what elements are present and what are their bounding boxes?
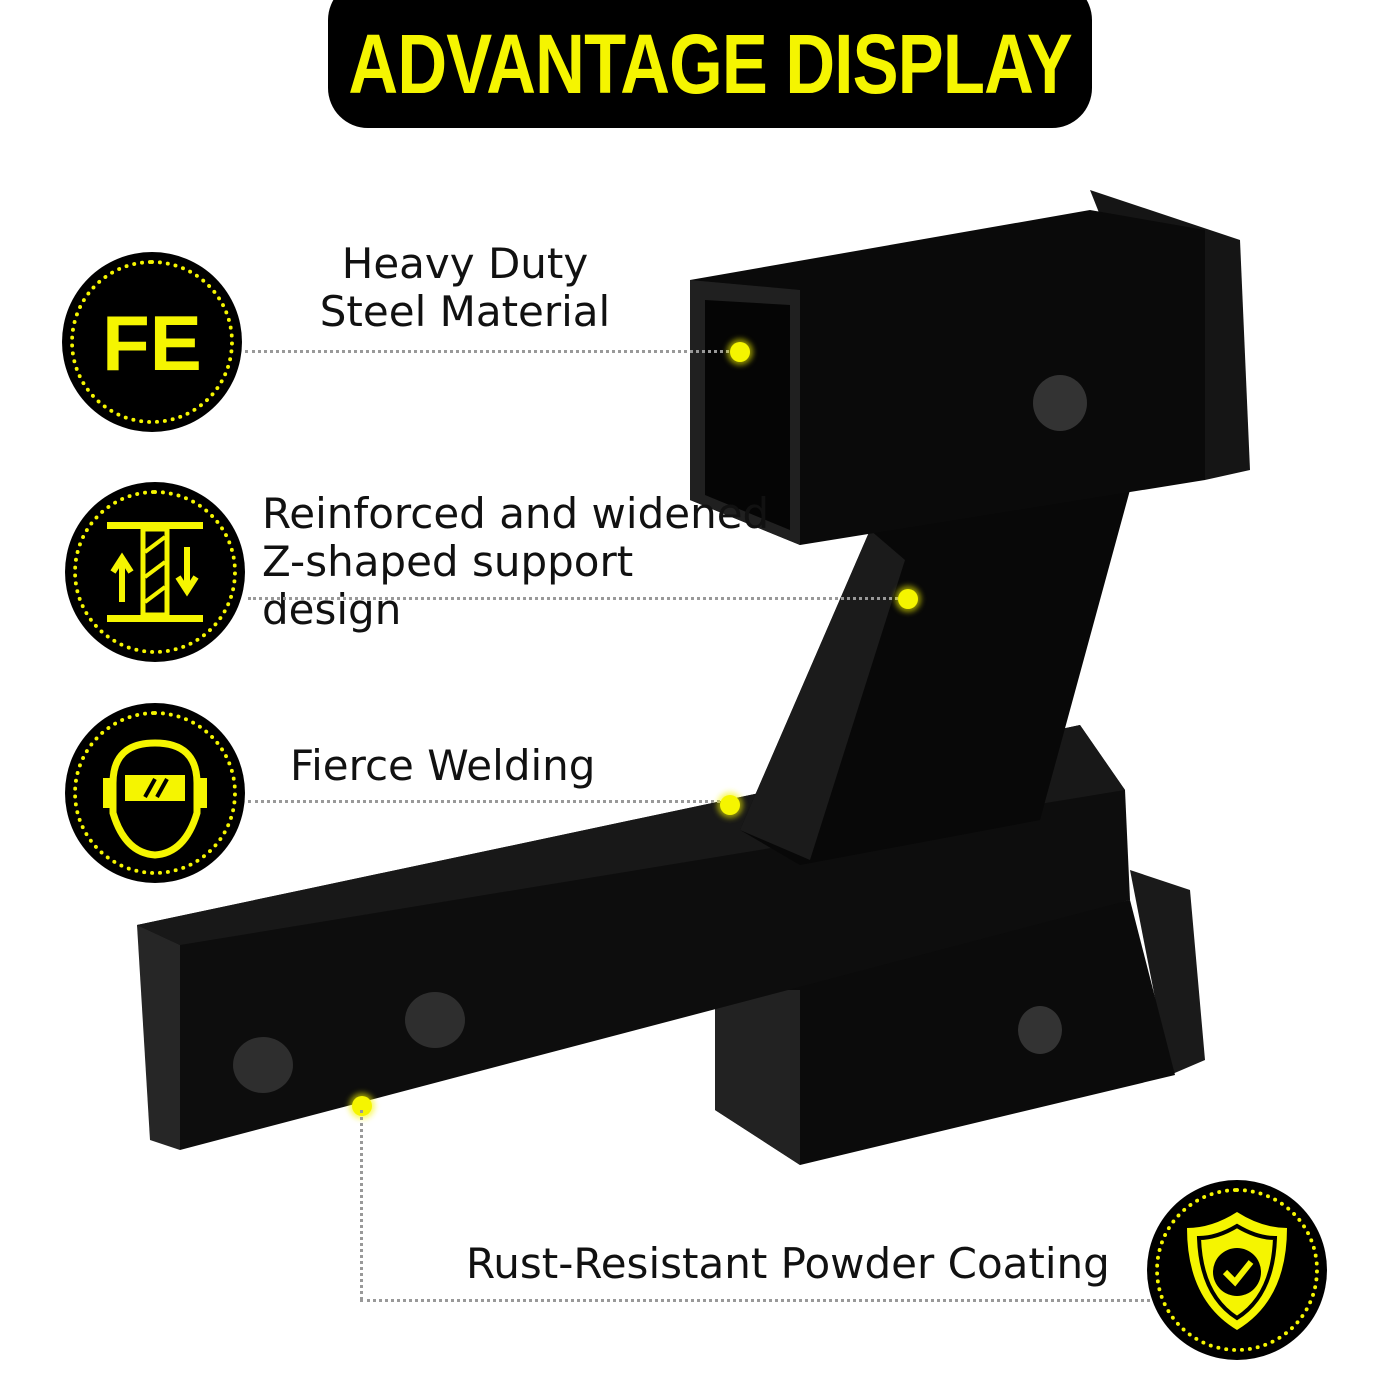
support-beam-icon: [65, 482, 245, 662]
feature-line: Heavy Duty: [341, 239, 589, 288]
shield-check-icon: [1147, 1180, 1327, 1360]
feature-z-support: Reinforced and widened Z-shaped support …: [262, 490, 782, 634]
highlight-dot: [352, 1096, 372, 1116]
feature-line: Steel Material: [319, 287, 611, 336]
header-title: ADVANTAGE DISPLAY: [348, 17, 1072, 111]
leader-line: [360, 1110, 363, 1300]
leader-line: [360, 1299, 1150, 1302]
highlight-dot: [730, 342, 750, 362]
highlight-dot: [898, 589, 918, 609]
leader-line: [248, 597, 903, 600]
iron-fe-icon: FE: [62, 252, 242, 432]
feature-powder-coating: Rust-Resistant Powder Coating: [466, 1240, 1110, 1288]
leader-line: [248, 800, 726, 803]
svg-text:FE: FE: [102, 299, 202, 387]
feature-welding: Fierce Welding: [290, 742, 595, 790]
welding-mask-icon: [65, 703, 245, 883]
header-banner: ADVANTAGE DISPLAY: [328, 0, 1092, 128]
feature-line: Fierce Welding: [290, 741, 596, 790]
feature-line: Reinforced and widened: [262, 489, 770, 538]
feature-line: Rust-Resistant Powder Coating: [466, 1239, 1110, 1288]
highlight-dot: [720, 795, 740, 815]
feature-line: Z-shaped support design: [262, 537, 634, 634]
feature-heavy-duty: Heavy Duty Steel Material: [300, 240, 630, 336]
leader-line: [245, 350, 735, 353]
